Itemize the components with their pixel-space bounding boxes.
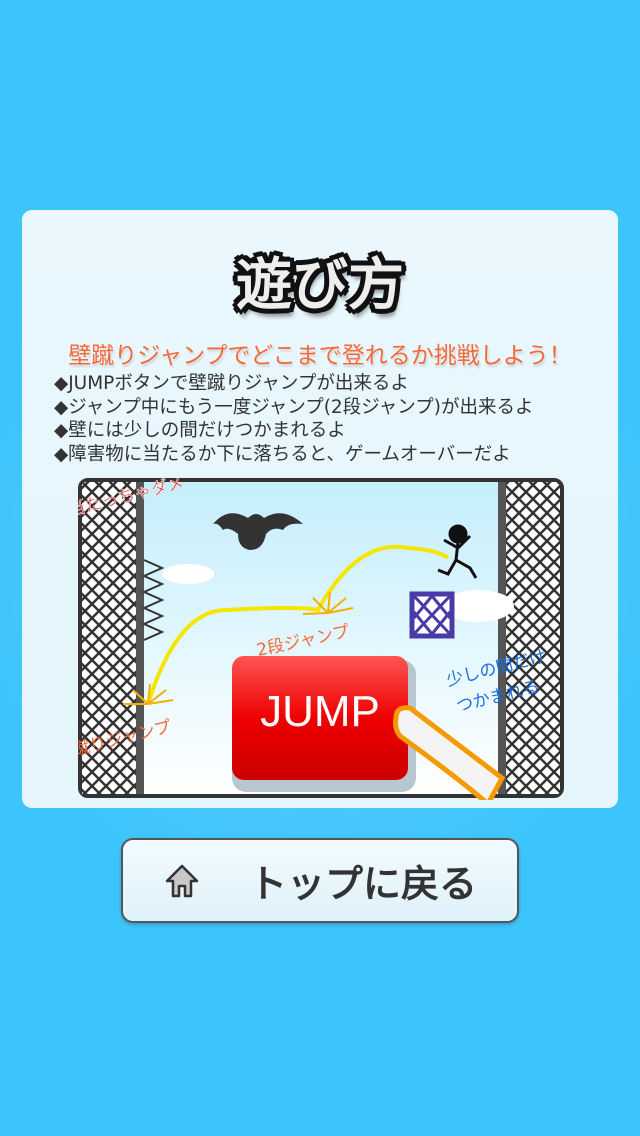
page-title: 遊び方 (236, 253, 404, 318)
stick-figure-icon (437, 524, 478, 579)
back-to-top-button[interactable]: トップに戻る (121, 838, 519, 923)
cloud (442, 590, 514, 622)
rules-list: ◆JUMPボタンで壁蹴りジャンプが出来るよ ◆ジャンプ中にもう一度ジャンプ(2段… (54, 372, 533, 466)
back-to-top-label: トップに戻る (248, 862, 477, 906)
subtitle: 壁蹴りジャンプでどこまで登れるか挑戦しよう！ (68, 343, 572, 369)
home-icon (165, 864, 199, 897)
cloud (162, 564, 214, 584)
burst-icon (123, 591, 354, 705)
how-to-play-panel: 遊び方 壁蹴りジャンプでどこまで登れるか挑戦しよう！ ◆JUMPボタンで壁蹴りジ… (22, 210, 618, 808)
rule-item: ◆障害物に当たるか下に落ちると、ゲームオーバーだよ (54, 443, 511, 465)
spike-hazard (141, 559, 165, 641)
finger-icon (393, 705, 506, 800)
rule-item: ◆ジャンプ中にもう一度ジャンプ(2段ジャンプ)が出来るよ (54, 396, 534, 418)
tutorial-illustration: JUMP 当たっちゃダメ 壁蹴りジャンプ 2段ジャンプ 少しの間だけ つかまれる (78, 478, 564, 800)
jump-button-illustration: JUMP (232, 656, 416, 792)
right-wall (502, 482, 560, 794)
jump-trajectory (146, 544, 450, 705)
rule-item: ◆JUMPボタンで壁蹴りジャンプが出来るよ (54, 373, 409, 394)
rule-item: ◆壁には少しの間だけつかまれるよ (54, 420, 346, 441)
bat-icon (213, 513, 303, 550)
jump-label: JUMP (260, 687, 380, 736)
left-wall (82, 482, 140, 794)
